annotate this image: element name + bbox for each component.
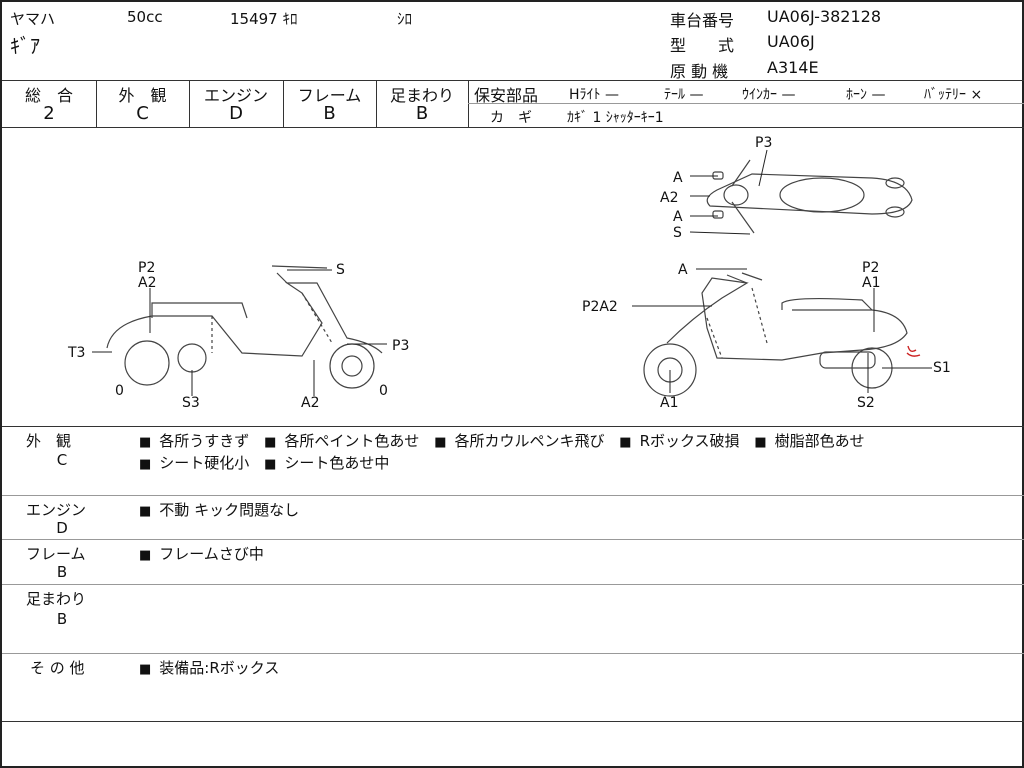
remark-item: 各所カウルペンキ飛び: [434, 432, 604, 450]
divider: [2, 495, 1024, 496]
divider: [2, 721, 1024, 722]
label-right-a: A: [678, 262, 688, 278]
grade-overall-label: 総 合: [24, 86, 73, 105]
divider: [96, 80, 97, 127]
remark-frame-label: フレーム: [26, 545, 86, 563]
remark-frame-line-1: フレームさび中: [139, 543, 264, 564]
mileage: 15497 ｷﾛ: [230, 10, 298, 28]
remark-item: 樹脂部色あせ: [754, 432, 864, 450]
remark-exterior-label: 外 観: [26, 432, 72, 450]
part-winker: ｳｲﾝｶｰ —: [742, 87, 796, 103]
label-left-zero-rear: 0: [379, 383, 388, 399]
part-headlight: Hﾗｲﾄ —: [569, 87, 619, 103]
grade-engine-value: D: [229, 103, 243, 124]
part-battery: ﾊﾞｯﾃﾘｰ ×: [924, 87, 983, 103]
remark-suspension-label: 足まわり: [26, 590, 87, 608]
label-right-s1: S1: [933, 360, 951, 376]
remark-item: 各所ペイント色あせ: [264, 432, 419, 450]
scooter-left-view: [106, 265, 383, 389]
divider: [2, 584, 1024, 585]
label-left-p3: P3: [392, 338, 409, 354]
label-left-s3: S3: [182, 395, 200, 411]
key-label: カ ギ: [490, 110, 532, 126]
remark-frame-grade: B: [56, 563, 68, 581]
remark-exterior-grade: C: [56, 451, 68, 469]
maker: ヤマハ: [10, 10, 56, 28]
divider: [2, 539, 1024, 540]
color: ｼﾛ: [397, 10, 413, 28]
divider: [468, 103, 1024, 104]
remark-engine-grade: D: [56, 519, 68, 537]
divider: [283, 80, 284, 127]
divider: [2, 653, 1024, 654]
remark-item: 装備品:Rボックス: [139, 659, 279, 677]
label-top-a-lower: A: [673, 209, 683, 225]
label-right-s2: S2: [857, 395, 875, 411]
label-left-zero-front: 0: [115, 383, 124, 399]
label-left-a2-lower: A2: [301, 395, 319, 411]
divider: [189, 80, 190, 127]
label-left-a2: A2: [138, 275, 156, 291]
remark-item: シート色あせ中: [264, 454, 389, 472]
label-right-p2: P2: [862, 260, 879, 276]
divider: [2, 80, 1024, 81]
label-left-p2: P2: [138, 260, 155, 276]
label-left-t3: T3: [67, 345, 85, 361]
divider: [2, 127, 1024, 128]
engine-value: A314E: [767, 58, 819, 77]
remark-other-label: そ の 他: [30, 659, 85, 677]
remark-exterior-line-1: 各所うすきず 各所ペイント色あせ 各所カウルペンキ飛び Rボックス破損 樹脂部色…: [139, 430, 865, 451]
label-top-s: S: [673, 225, 682, 241]
model-name: ｷﾞｱ: [10, 34, 40, 58]
grade-frame-label: フレーム: [297, 86, 362, 105]
remark-engine-label: エンジン: [26, 501, 87, 519]
frame-no: UA06J-382128: [767, 7, 882, 26]
grade-suspension-label: 足まわり: [389, 86, 454, 105]
damage-diagram: P3 A A2 A S P2 A2 S T3 P3 0 S3 A2 0 A P2…: [67, 135, 951, 411]
grade-exterior-label: 外 観: [118, 86, 167, 105]
label-right-a1-lower: A1: [660, 395, 678, 411]
grade-engine-label: エンジン: [203, 86, 268, 105]
divider: [2, 426, 1024, 427]
remark-item: 不動 キック問題なし: [139, 501, 299, 519]
remark-item: Rボックス破損: [619, 432, 739, 450]
label-top-a: A: [673, 170, 683, 186]
scooter-top-view: [706, 159, 913, 234]
label-right-p2a2: P2A2: [582, 299, 618, 315]
grade-suspension-value: B: [415, 103, 429, 124]
remark-engine-line-1: 不動 キック問題なし: [139, 499, 299, 520]
frame-no-label: 車台番号: [670, 11, 735, 30]
part-horn: ﾎｰﾝ —: [846, 87, 886, 103]
remark-item: シート硬化小: [139, 454, 249, 472]
label-left-s: S: [336, 262, 345, 278]
damage-mark: [906, 345, 921, 357]
type-value: UA06J: [767, 32, 815, 51]
label-top-p3: P3: [755, 135, 772, 151]
divider: [376, 80, 377, 127]
remark-item: フレームさび中: [139, 545, 264, 563]
displacement: 50cc: [127, 8, 163, 26]
parts-label: 保安部品: [474, 86, 539, 105]
type-label: 型 式: [670, 36, 735, 55]
remark-other-line-1: 装備品:Rボックス: [139, 657, 279, 678]
part-taillight: ﾃｰﾙ —: [664, 87, 704, 103]
key-value: ｶｷﾞ 1 ｼｬｯﾀｰｷｰ1: [567, 110, 664, 126]
scooter-right-view: [643, 272, 908, 397]
grade-frame-value: B: [323, 103, 336, 124]
label-right-a1: A1: [862, 275, 880, 291]
remark-suspension-grade: B: [56, 610, 68, 628]
remark-exterior-line-2: シート硬化小 シート色あせ中: [139, 452, 389, 473]
remark-item: 各所うすきず: [139, 432, 249, 450]
grade-exterior-value: C: [136, 103, 149, 124]
engine-label: 原 動 機: [670, 62, 729, 81]
label-top-a2: A2: [660, 190, 678, 206]
grade-overall-value: 2: [43, 103, 55, 124]
